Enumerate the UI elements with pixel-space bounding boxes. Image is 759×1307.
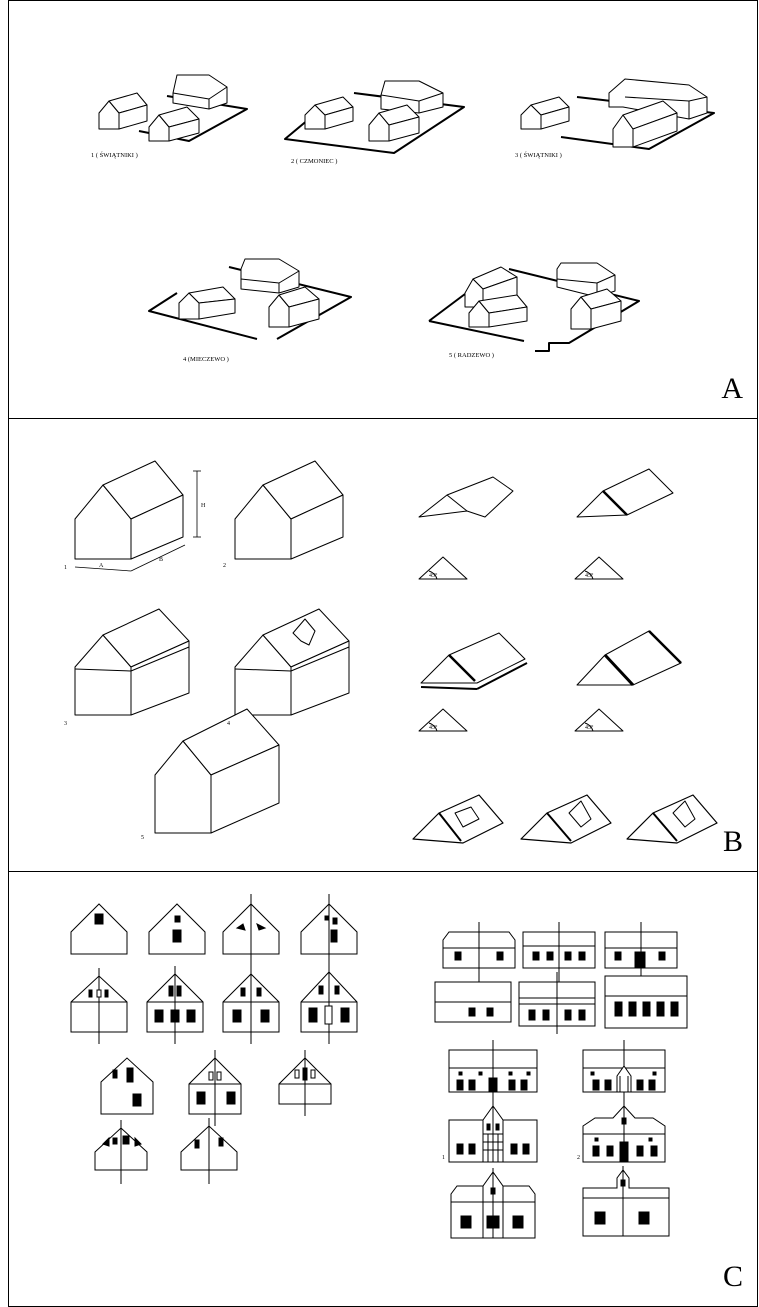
roof-variant-1	[419, 477, 513, 517]
panel-c-facade-elevations: 1 2 C	[8, 872, 758, 1307]
long-elevation-10	[583, 1100, 665, 1162]
dimension-label-h: H	[201, 503, 206, 509]
gable-elevation-3	[223, 894, 279, 970]
gable-elevation-11	[279, 1050, 331, 1116]
long-elevation-11	[451, 1168, 535, 1238]
gable-elevation-13	[181, 1118, 237, 1184]
panel-b-house-forms: 1 2 3 4 5 A B H 45° 45° 45° 45° B	[8, 419, 758, 872]
house-number-2: 2	[223, 563, 226, 569]
roof-angle-diagram-1	[419, 557, 467, 579]
house-form-2	[235, 461, 343, 559]
settlement-label-3: 3 ( ŚWIĄTNIKI )	[515, 151, 562, 159]
angle-label-2: 45°	[585, 572, 594, 579]
dormer-roof-3	[627, 795, 717, 843]
house-number-1: 1	[64, 565, 67, 571]
panel-c-letter: C	[722, 1260, 743, 1293]
dormer-roof-2	[521, 795, 611, 843]
long-elevation-7	[449, 1040, 537, 1102]
gable-elevation-4	[301, 894, 357, 970]
settlement-plan-5	[429, 263, 639, 351]
gable-elevation-7	[223, 966, 279, 1044]
long-elevation-2	[523, 922, 595, 982]
roof-angle-diagram-2	[575, 557, 623, 579]
house-number-5: 5	[141, 835, 144, 841]
house-form-5	[155, 709, 279, 833]
house-number-4: 4	[227, 721, 230, 727]
gable-elevation-9	[101, 1058, 153, 1114]
roof-variant-2	[577, 469, 673, 517]
long-elevation-1	[443, 922, 515, 982]
long-elevation-4	[435, 982, 511, 1022]
house-number-3: 3	[64, 721, 67, 727]
long-elevation-12	[583, 1166, 669, 1236]
panel-a-settlement-layouts: 1 ( ŚWIĄTNIKI ) 2 ( CZMONIEC ) 3 ( ŚWIĄT…	[8, 0, 758, 419]
roof-angle-diagram-4	[575, 709, 623, 731]
roof-variant-4	[577, 631, 681, 685]
settlement-plan-3	[521, 79, 714, 149]
gable-elevation-6	[147, 966, 203, 1044]
settlement-label-5: 5 ( RADZEWO )	[449, 352, 494, 359]
panel-a-letter: A	[721, 372, 743, 405]
elevation-number-1: 1	[442, 1155, 445, 1161]
roof-variant-3	[421, 633, 527, 689]
long-elevation-8	[583, 1040, 665, 1102]
dimension-label-b: B	[159, 557, 163, 563]
house-form-4	[235, 609, 349, 715]
angle-label-3: 45°	[429, 724, 438, 731]
angle-label-4: 45°	[585, 724, 594, 731]
long-elevation-6	[605, 976, 687, 1028]
settlement-label-4: 4 (MIECZEWO )	[183, 356, 229, 363]
house-form-1	[75, 461, 201, 571]
angle-label-1: 45°	[429, 572, 438, 579]
gable-elevation-12	[95, 1120, 147, 1184]
gable-elevation-1	[71, 904, 127, 954]
dimension-label-a: A	[99, 563, 104, 569]
settlement-label-1: 1 ( ŚWIĄTNIKI )	[91, 151, 138, 159]
elevation-number-2: 2	[577, 1155, 580, 1161]
long-elevation-9	[449, 1100, 537, 1162]
gable-elevation-2	[149, 904, 205, 954]
facade-elevations-drawing: 1 2	[9, 872, 759, 1307]
settlement-label-2: 2 ( CZMONIEC )	[291, 158, 337, 165]
settlement-plan-1	[99, 75, 247, 141]
roof-angle-diagram-3	[419, 709, 467, 731]
house-forms-drawing: 1 2 3 4 5 A B H 45° 45° 45° 45°	[64, 419, 759, 872]
long-elevation-5	[519, 972, 595, 1034]
long-elevation-3	[605, 922, 677, 982]
settlement-plan-4	[149, 259, 351, 339]
panel-b-letter: B	[722, 825, 743, 858]
gable-elevation-5	[71, 968, 127, 1044]
house-form-3	[75, 609, 189, 715]
gable-elevation-10	[189, 1050, 241, 1126]
dormer-roof-1	[413, 795, 503, 843]
gable-elevation-8	[301, 962, 357, 1044]
settlement-plan-2	[285, 81, 464, 153]
settlement-plans-drawing: 1 ( ŚWIĄTNIKI ) 2 ( CZMONIEC ) 3 ( ŚWIĄT…	[91, 1, 759, 363]
